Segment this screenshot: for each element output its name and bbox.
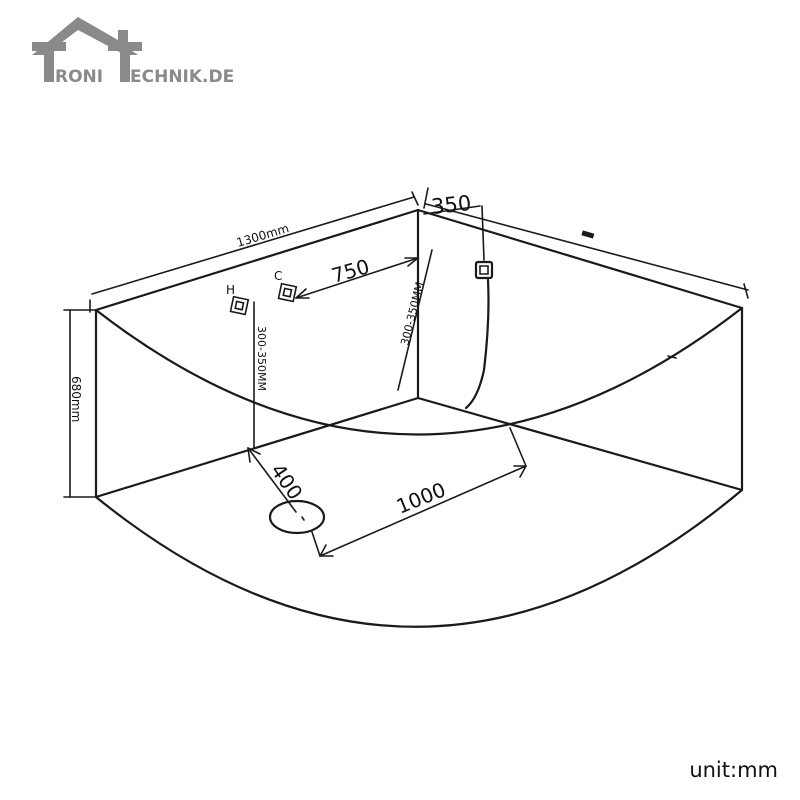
overflow-marker <box>581 230 595 239</box>
shower-holder-icon <box>474 260 494 280</box>
drain <box>268 499 326 535</box>
shower-hose <box>464 278 490 410</box>
dim-drain-distance: 400 <box>247 447 308 513</box>
floor-left-edge <box>94 396 420 499</box>
dim-height: 680mm <box>63 309 97 498</box>
dim-corner-offset: 350 <box>423 187 485 261</box>
logo-text-right: ECHNIK.DE <box>130 67 234 87</box>
hot-fitting: H <box>226 283 250 316</box>
cold-valve-icon <box>277 282 298 303</box>
top-left-edge <box>94 208 420 312</box>
dim-h-height-label: 300-350MM <box>255 326 268 391</box>
shower-assembly <box>464 260 494 410</box>
logo-t2-stem <box>120 42 130 82</box>
dim-pipe-label: 750 <box>329 254 372 288</box>
cold-label: C <box>274 269 282 283</box>
hot-label: H <box>226 283 235 297</box>
logo: RONI ECHNIK.DE <box>32 17 234 87</box>
inner-rim-curve <box>94 306 744 436</box>
dim-shower-label: 300-350MM <box>398 281 426 347</box>
dim-diagonal: 1000 <box>311 427 527 557</box>
top-right-edge <box>416 208 744 310</box>
cold-fitting: C <box>274 269 298 303</box>
dim-shower-height: 300-350MM <box>397 249 433 391</box>
dim-h-height: 300-350MM <box>253 301 268 449</box>
dim-height-label: 680mm <box>69 376 83 422</box>
tub-outline <box>94 208 744 628</box>
dim-width-label: 1300mm <box>235 221 291 250</box>
dim-pipe-distance: 750 <box>295 254 419 299</box>
dim-width-top: 1300mm <box>89 191 419 313</box>
logo-t1-stem <box>44 42 54 82</box>
dim-right-ext <box>425 203 749 299</box>
unit-label: unit:mm <box>689 758 778 782</box>
dim-drain-label: 400 <box>266 459 308 504</box>
floor-right-edge <box>416 396 744 492</box>
bottom-front-curve <box>94 488 744 628</box>
logo-text-left: RONI <box>55 67 103 87</box>
drain-icon <box>268 499 326 535</box>
hot-valve-icon <box>229 295 250 316</box>
